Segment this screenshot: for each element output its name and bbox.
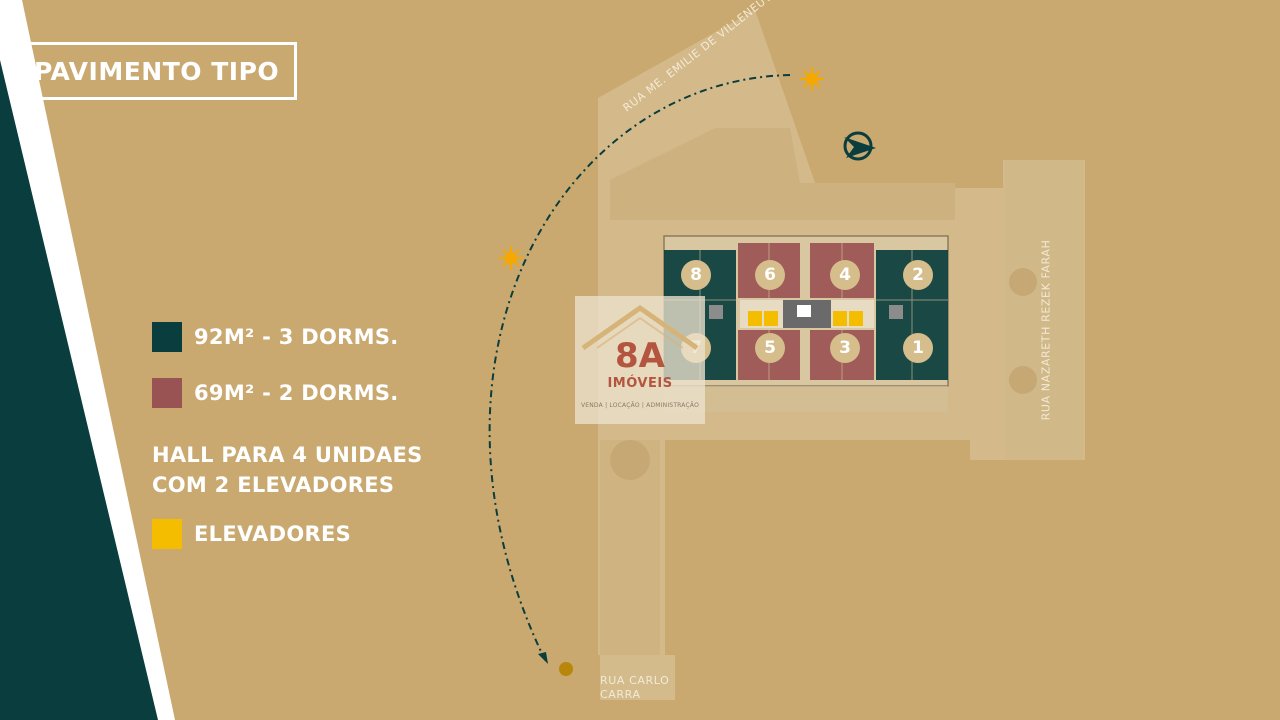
unit-number-2: 2 — [903, 260, 933, 290]
sun-path — [488, 74, 791, 661]
unit-number-6: 6 — [755, 260, 785, 290]
agency-logo: 8A IMÓVEIS VENDA | LOCAÇÃO | ADMINISTRAÇ… — [575, 296, 705, 424]
sun-icon — [499, 246, 523, 270]
street-label-east: RUA NAZARETH REZEK FARAH — [1039, 239, 1053, 421]
sun-path-arrow — [538, 652, 548, 664]
stair-core-detail — [797, 305, 811, 317]
legend-label-three-dorm: 92M² - 3 DORMS. — [194, 325, 399, 349]
hall-line-1: HALL PARA 4 UNIDAES — [152, 443, 423, 467]
legend-swatch-two-dorm — [152, 378, 182, 408]
legend-item-three-dorm: 92M² - 3 DORMS. — [152, 322, 399, 352]
logo-brand: 8A — [615, 336, 665, 376]
unit-number-1: 1 — [903, 333, 933, 363]
shafts — [709, 305, 903, 319]
legend-item-elevators: ELEVADORES — [152, 519, 351, 549]
legend-swatch-elevators — [152, 519, 182, 549]
legend-label-two-dorm: 69M² - 2 DORMS. — [194, 381, 399, 405]
legend-swatch-three-dorm — [152, 322, 182, 352]
elevators — [748, 311, 863, 326]
house-roof-icon — [581, 304, 699, 351]
logo-name: IMÓVEIS — [607, 376, 673, 391]
legend-item-two-dorm: 69M² - 2 DORMS. — [152, 378, 399, 408]
compass-icon — [843, 131, 876, 161]
hall-line-2: COM 2 ELEVADORES — [152, 473, 395, 497]
side-band — [0, 60, 158, 720]
unit-number-4: 4 — [830, 260, 860, 290]
unit-number-3: 3 — [830, 333, 860, 363]
building-terrace — [664, 386, 948, 412]
sunset-dot — [559, 662, 573, 676]
logo-tagline: VENDA | LOCAÇÃO | ADMINISTRAÇÃO — [580, 402, 700, 409]
page-title: PAVIMENTO TIPO — [15, 42, 297, 100]
street-label-south: RUA CARLO CARRA — [600, 674, 670, 701]
unit-number-8: 8 — [681, 260, 711, 290]
sun-icon — [800, 67, 824, 91]
legend-label-elevators: ELEVADORES — [194, 522, 352, 546]
unit-number-5: 5 — [755, 333, 785, 363]
hall-description: HALL PARA 4 UNIDAES COM 2 ELEVADORES — [152, 440, 423, 500]
